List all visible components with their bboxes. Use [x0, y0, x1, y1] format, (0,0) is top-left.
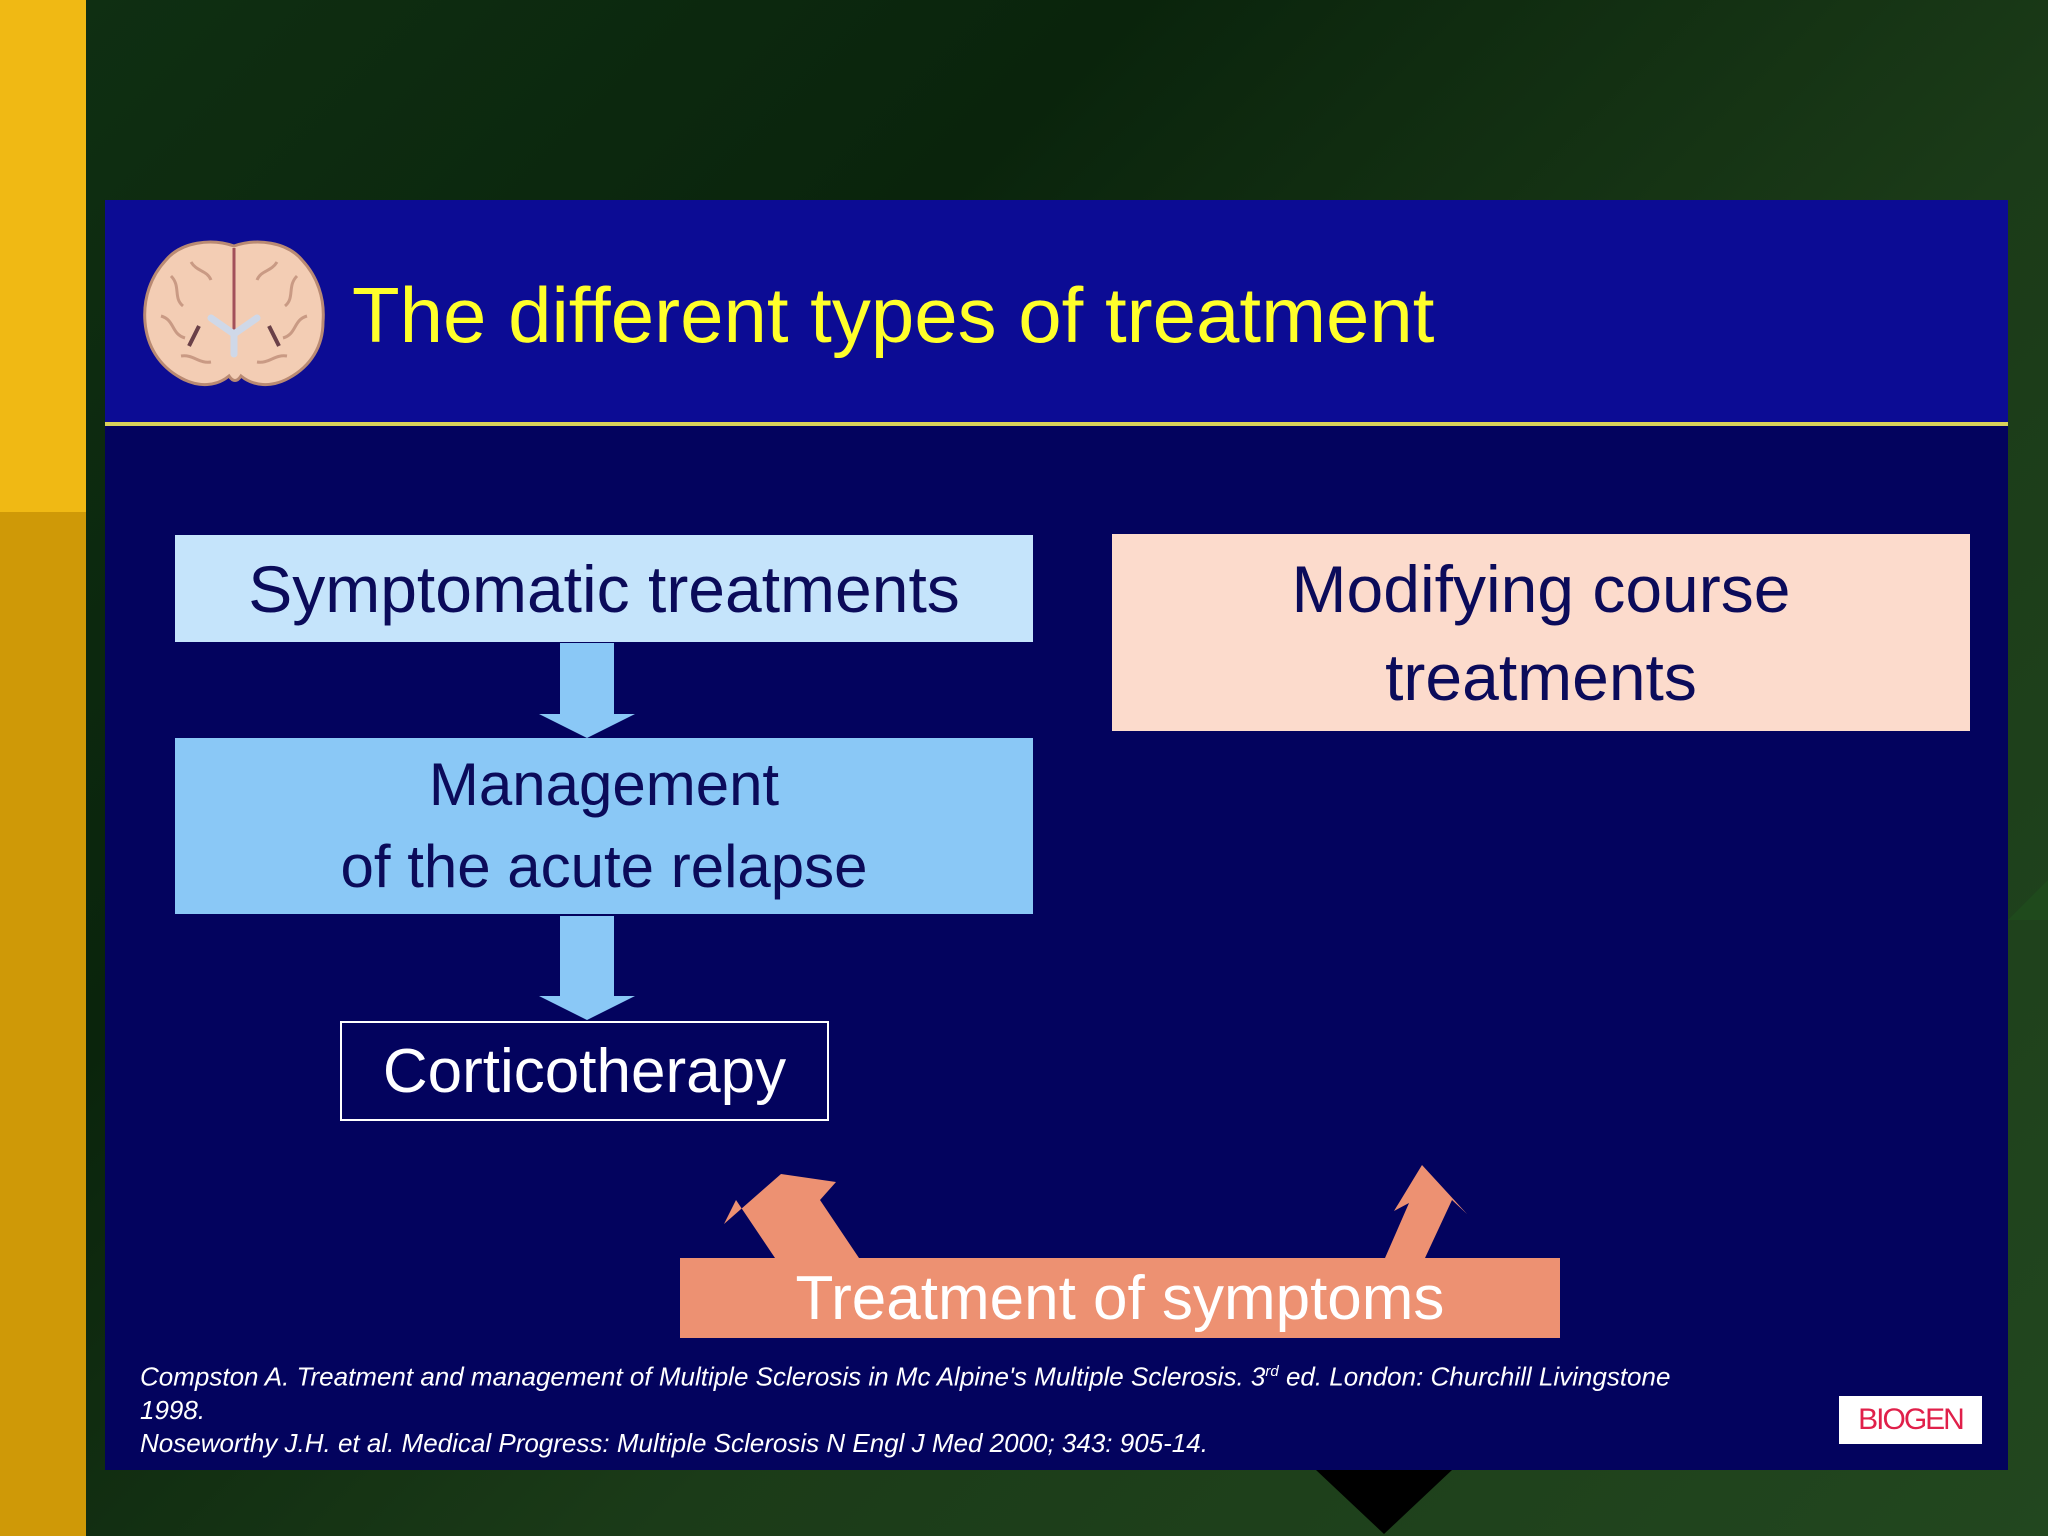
left-accent-bar-bottom [0, 512, 86, 1536]
corticotherapy-box: Corticotherapy [340, 1021, 829, 1121]
management-label-line2: of the acute relapse [340, 833, 868, 900]
acute-relapse-management-box: Management of the acute relapse [175, 738, 1033, 914]
reference-1: Compston A. Treatment and management of … [140, 1361, 1671, 1425]
references: Compston A. Treatment and management of … [140, 1355, 1700, 1460]
corner-decoration [2008, 880, 2048, 920]
slide-title: The different types of treatment [352, 271, 1435, 359]
arrow-down-2 [539, 916, 635, 1020]
bottom-triangle-decoration [1316, 1470, 1452, 1534]
reference-2: Noseworthy J.H. et al. Medical Progress:… [140, 1427, 1208, 1458]
symptomatic-treatments-label: Symptomatic treatments [248, 551, 960, 626]
brain-icon [143, 240, 325, 386]
biogen-logo: BIOGEN [1839, 1396, 1982, 1444]
logo-text: BIOGEN [1858, 1403, 1965, 1436]
flow-arrows [539, 643, 1467, 1258]
slide-header: The different types of treatment [105, 200, 2008, 422]
symptomatic-treatments-box: Symptomatic treatments [175, 535, 1033, 642]
treatment-of-symptoms-label: Treatment of symptoms [795, 1263, 1445, 1333]
modifying-label-line1: Modifying course [1291, 551, 1791, 626]
header-divider [105, 422, 2008, 426]
arrow-up-right [1385, 1165, 1467, 1258]
arrow-up-left [724, 1174, 859, 1258]
treatment-of-symptoms-box: Treatment of symptoms [680, 1258, 1560, 1338]
management-label-line1: Management [428, 751, 780, 818]
arrow-down-1 [539, 643, 635, 738]
left-accent-bar-top [0, 0, 86, 512]
slide: The different types of treatment Symptom… [105, 200, 2008, 1470]
corticotherapy-label: Corticotherapy [382, 1036, 787, 1106]
modifying-label-line2: treatments [1385, 639, 1697, 714]
modifying-course-treatments-box: Modifying course treatments [1112, 534, 1970, 731]
